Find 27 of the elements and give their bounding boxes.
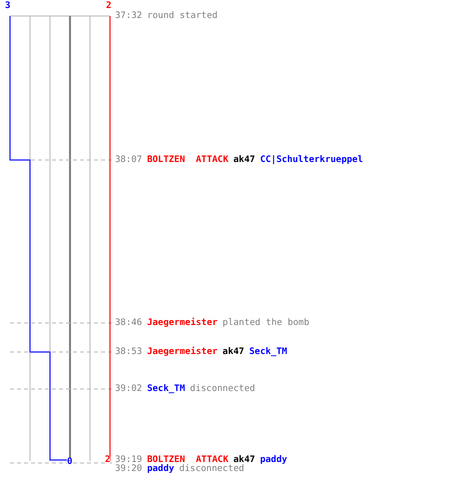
player-name: Jaegermeister <box>147 318 218 328</box>
player-name: paddy <box>260 455 288 465</box>
axis-value: 2 <box>105 456 110 465</box>
player-name: BOLTZEN ATTACK <box>147 455 228 465</box>
player-name: Seck_TM <box>147 384 186 394</box>
player-name: CC|Schulterkrueppel <box>260 155 364 165</box>
player-name: paddy <box>147 464 174 474</box>
player-name: Seck_TM <box>249 347 288 357</box>
timestamp: 38:07 <box>115 155 142 165</box>
event-text: disconnected <box>190 384 256 394</box>
weapon-name: ak47 <box>233 155 256 165</box>
timestamp: 39:02 <box>115 384 142 394</box>
timestamp: 39:20 <box>115 464 142 474</box>
timestamp: 39:19 <box>115 455 142 465</box>
event-text: disconnected <box>179 464 244 474</box>
timestamp: 38:46 <box>115 318 142 328</box>
axis-value: 0 <box>67 458 72 467</box>
player-name: BOLTZEN ATTACK <box>147 155 228 165</box>
timestamp: 38:53 <box>115 347 142 357</box>
axis-value: 2 <box>106 2 112 11</box>
timestamp: 37:32 <box>115 11 142 21</box>
event-text: planted the bomb <box>222 318 310 328</box>
axis-value: 3 <box>5 2 10 11</box>
weapon-name: ak47 <box>233 455 256 465</box>
event-text: round started <box>147 11 218 21</box>
weapon-name: ak47 <box>222 347 244 357</box>
player-name: Jaegermeister <box>147 347 218 357</box>
